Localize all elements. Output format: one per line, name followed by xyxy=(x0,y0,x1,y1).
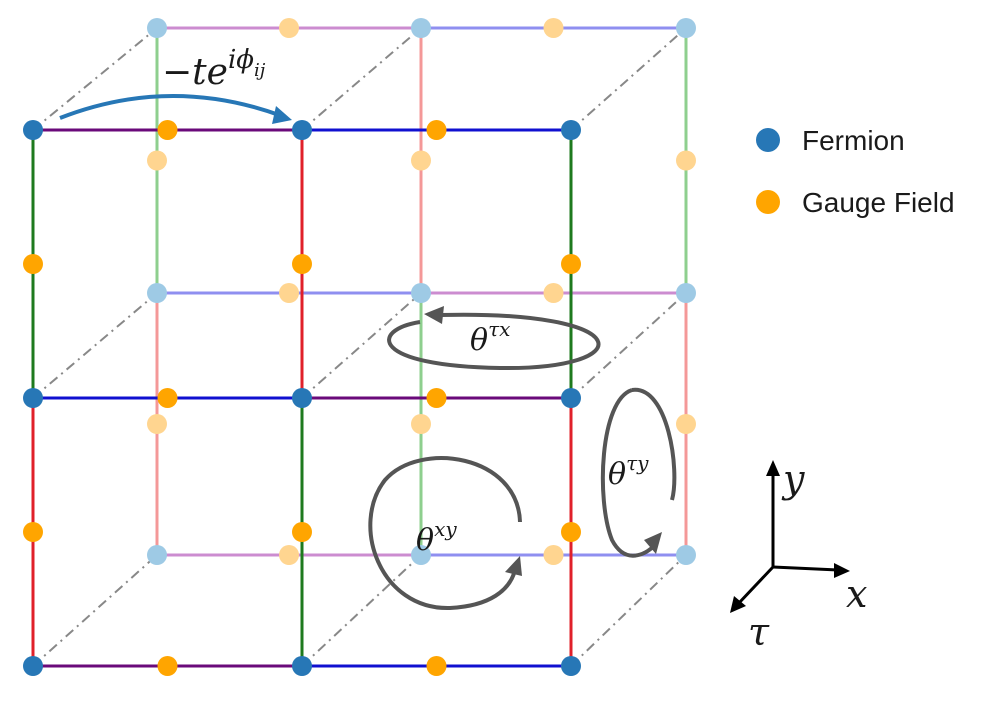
back-gauge-node xyxy=(147,150,167,171)
back-gauge-node xyxy=(676,150,696,171)
tau-connector xyxy=(570,27,687,131)
back-gauge-node xyxy=(411,150,431,171)
front-fermion-node xyxy=(292,120,312,140)
front-fermion-node xyxy=(23,656,43,676)
front-fermion-node xyxy=(561,120,581,140)
front-gauge-node xyxy=(157,120,178,140)
legend: Fermion Gauge Field xyxy=(756,125,955,218)
back-fermion-node xyxy=(676,283,696,303)
theta-xy-arrowhead xyxy=(505,556,522,576)
hopping-label: −teiϕij xyxy=(162,45,266,93)
back-fermion-node xyxy=(147,18,167,38)
theta-xy-label: θxy xyxy=(416,517,457,558)
front-fermion-node xyxy=(292,656,312,676)
x-axis-arrowhead xyxy=(834,563,850,578)
theta-ty-loop xyxy=(600,387,677,558)
tau-connector xyxy=(570,292,687,399)
tau-connector xyxy=(570,554,687,667)
front-gauge-node xyxy=(23,254,43,274)
y-axis-arrowhead xyxy=(766,460,780,476)
back-fermion-node xyxy=(411,545,431,565)
front-gauge-node xyxy=(561,254,581,274)
front-gauge-node xyxy=(157,656,178,676)
back-gauge-node xyxy=(279,283,299,303)
front-fermion-node xyxy=(23,120,43,140)
tau-axis-arrow xyxy=(736,565,775,606)
gauge-legend-marker xyxy=(756,190,780,214)
front-gauge-node xyxy=(157,388,178,408)
theta-ty-label: θτy xyxy=(608,451,649,492)
front-gauge-node xyxy=(561,522,581,542)
y-axis-label: y xyxy=(781,457,805,501)
tau-connector xyxy=(301,27,422,131)
front-fermion-node xyxy=(561,388,581,408)
tau-connector xyxy=(32,292,158,399)
back-plane-nodes xyxy=(147,18,696,565)
hopping-arrow xyxy=(59,94,283,120)
back-fermion-node xyxy=(411,18,431,38)
plaquette-loops xyxy=(368,306,677,611)
front-fermion-node xyxy=(561,656,581,676)
back-gauge-node xyxy=(147,414,167,434)
front-gauge-node xyxy=(23,522,43,542)
tau-connector xyxy=(32,27,158,131)
theta-xy-loop xyxy=(368,456,522,611)
back-gauge-node xyxy=(543,18,564,38)
x-axis-arrow xyxy=(772,565,839,572)
back-fermion-node xyxy=(676,18,696,38)
hopping-annotation: −teiϕij xyxy=(59,45,292,124)
fermion-legend-marker xyxy=(756,128,780,152)
back-gauge-node xyxy=(543,283,564,303)
back-gauge-node xyxy=(543,545,564,565)
tau-axis-arrowhead xyxy=(730,596,746,613)
axes-indicator xyxy=(730,460,850,613)
theta-tx-label: θτx xyxy=(470,317,510,358)
front-gauge-node xyxy=(426,388,447,408)
tau-connector xyxy=(301,292,422,399)
back-fermion-node xyxy=(147,283,167,303)
gauge-legend-label: Gauge Field xyxy=(802,187,955,218)
front-gauge-node xyxy=(292,254,312,274)
back-gauge-node xyxy=(279,18,299,38)
tau-connector xyxy=(301,554,422,667)
back-fermion-node xyxy=(676,545,696,565)
hopping-arrowhead xyxy=(272,106,292,124)
front-fermion-node xyxy=(23,388,43,408)
back-gauge-node xyxy=(411,414,431,434)
theta-ty-arrowhead xyxy=(644,532,662,554)
back-gauge-node xyxy=(676,414,696,434)
front-gauge-node xyxy=(426,120,447,140)
theta-tx-loop xyxy=(387,312,601,371)
back-gauge-node xyxy=(279,545,299,565)
front-plane-nodes xyxy=(23,120,581,676)
front-gauge-node xyxy=(292,522,312,542)
back-fermion-node xyxy=(411,283,431,303)
tau-axis-label: τ xyxy=(748,610,770,654)
fermion-legend-label: Fermion xyxy=(802,125,905,156)
tau-connector xyxy=(32,554,158,667)
front-fermion-node xyxy=(292,388,312,408)
back-fermion-node xyxy=(147,545,167,565)
diagonal-connectors xyxy=(32,27,687,667)
front-gauge-node xyxy=(426,656,447,676)
theta-tx-arrowhead xyxy=(424,306,444,324)
x-axis-label: x xyxy=(846,572,867,616)
